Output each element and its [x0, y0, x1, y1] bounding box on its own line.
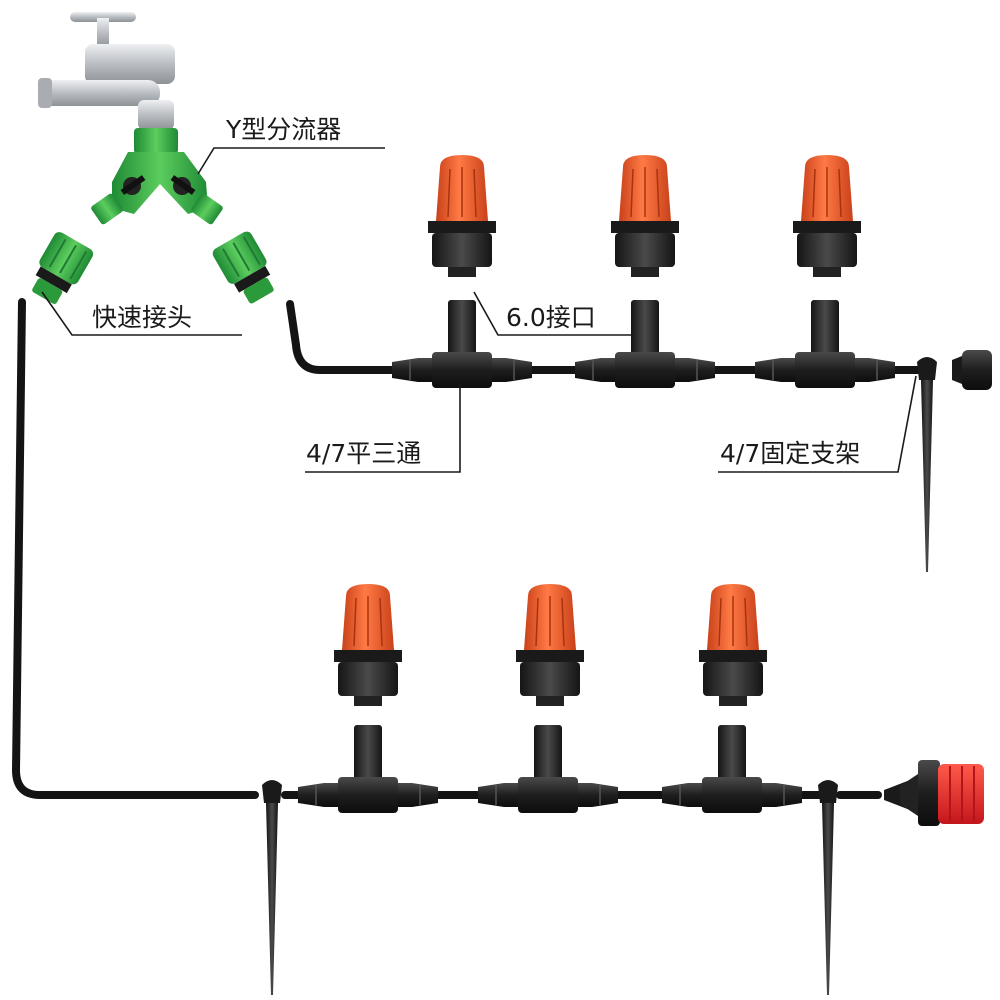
- ground-stake-icon: [917, 357, 937, 572]
- mist-nozzle-icon: [427, 154, 497, 278]
- quick-connector-icon: [32, 232, 94, 304]
- label-stake-4-7: 4/7固定支架: [720, 439, 860, 468]
- faucet-icon: [38, 12, 175, 130]
- mist-nozzle-icon: [610, 154, 680, 278]
- tee-fitting-icon: [661, 724, 803, 814]
- y-splitter-icon: [91, 128, 223, 225]
- hose: [11, 298, 929, 799]
- label-quick-connector: 快速接头: [92, 303, 192, 332]
- label-y-splitter: Y型分流器: [225, 115, 341, 144]
- tee-fitting-icon: [297, 724, 439, 814]
- mist-nozzle-icon: [792, 154, 862, 278]
- quick-connector-icon: [212, 231, 274, 304]
- dripper-icon: [884, 760, 984, 826]
- tee-fitting-icon: [574, 299, 716, 389]
- leader-lines: [41, 147, 917, 473]
- tee-fitting-icon: [754, 299, 896, 389]
- mist-nozzle-icon: [698, 583, 768, 707]
- label-tee-4-7: 4/7平三通: [306, 439, 421, 468]
- ground-stake-icon: [262, 780, 282, 995]
- mist-nozzle-icon: [515, 583, 585, 707]
- end-plug-icon: [952, 350, 992, 390]
- tee-fitting-icon: [477, 724, 619, 814]
- mist-nozzle-icon: [333, 583, 403, 707]
- ground-stake-icon: [818, 780, 838, 995]
- label-port-6: 6.0接口: [506, 303, 596, 332]
